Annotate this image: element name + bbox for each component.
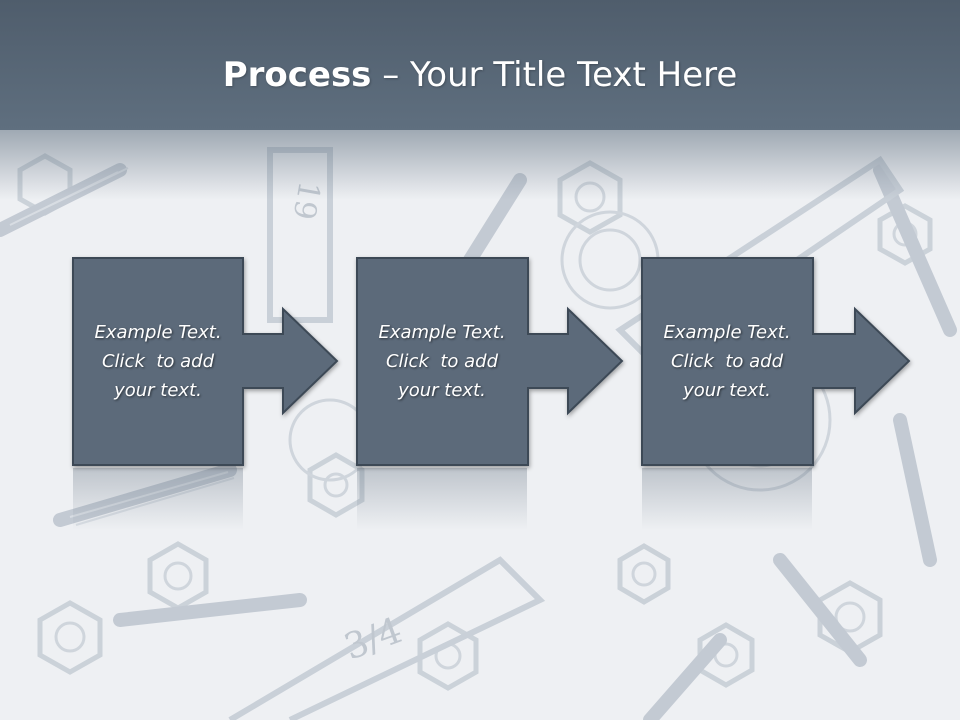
step-3-line-3: your text. — [683, 379, 771, 401]
step-1-reflection — [73, 468, 243, 530]
step-2-line-2: Click to add — [385, 350, 498, 372]
step-1-text[interactable]: Example Text. Click to add your text. — [73, 258, 243, 464]
step-3-text[interactable]: Example Text. Click to add your text. — [642, 258, 812, 464]
title-band-fade — [0, 130, 960, 200]
step-2-shape[interactable] — [356, 257, 624, 466]
step-3-shape[interactable] — [641, 257, 911, 466]
step-2-reflection — [357, 468, 527, 530]
step-3-reflection — [642, 468, 812, 530]
slide-title-rest: – Your Title Text Here — [371, 55, 738, 95]
step-3-line-2: Click to add — [670, 350, 783, 372]
step-2-text[interactable]: Example Text. Click to add your text. — [357, 258, 527, 464]
step-1-line-3: your text. — [114, 379, 202, 401]
step-2-line-3: your text. — [398, 379, 486, 401]
step-1-line-2: Click to add — [101, 350, 214, 372]
slide-title[interactable]: Process – Your Title Text Here — [0, 52, 960, 98]
step-1-line-1: Example Text. — [94, 321, 222, 343]
title-band — [0, 0, 960, 130]
slide-title-strong: Process — [222, 55, 372, 95]
step-3-line-1: Example Text. — [663, 321, 791, 343]
step-2-line-1: Example Text. — [378, 321, 506, 343]
step-1-shape[interactable] — [72, 257, 339, 466]
